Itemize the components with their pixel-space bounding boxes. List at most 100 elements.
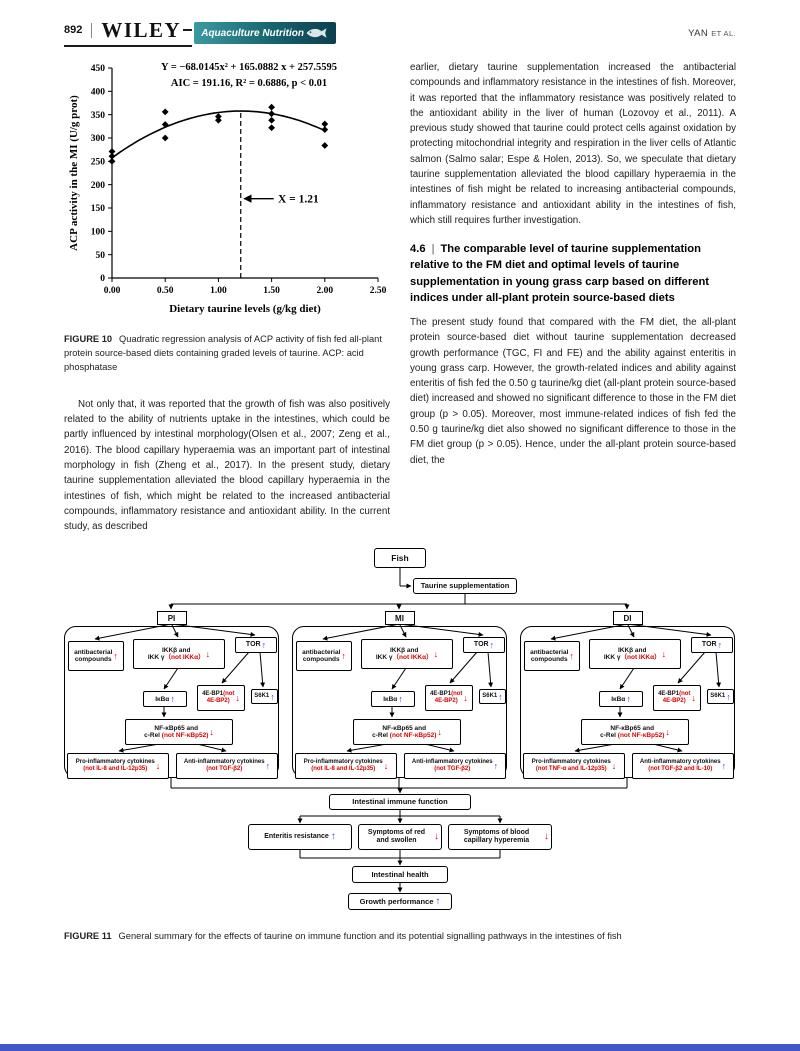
increase-arrow-icon: ↑ [170, 694, 175, 705]
decrease-arrow-icon: ↓ [155, 761, 161, 772]
decrease-arrow-icon: ↓ [383, 761, 389, 772]
diagram-connectors [94, 568, 722, 893]
decrease-arrow-icon: ↓ [463, 693, 468, 704]
s6k1-box: S6K1 ↑ [251, 689, 278, 705]
ikba-box: IκBα ↑ [599, 691, 643, 708]
growth-performance-box: Growth performance ↑ [348, 893, 452, 911]
svg-text:450: 450 [91, 64, 106, 74]
anti-inflammatory-box: Anti-inflammatory cytokines(not TGF-β2) … [404, 753, 506, 780]
increase-arrow-icon: ↑ [341, 651, 346, 662]
svg-text:400: 400 [91, 88, 106, 98]
header-rule [183, 29, 193, 31]
pro-inflammatory-box: Pro-inflammatory cytokines(not IL-8 and … [67, 753, 169, 780]
decrease-arrow-icon: ↓ [205, 649, 211, 660]
decrease-arrow-icon: ↓ [437, 727, 442, 738]
box-text: S6K1 [482, 693, 498, 700]
section-heading: 4.6 |The comparable level of taurine supp… [410, 241, 736, 306]
increase-arrow-icon: ↑ [569, 651, 574, 662]
box-text: IκBα [383, 695, 398, 703]
page-number: 892 [64, 24, 83, 36]
s6k1-box: S6K1 ↑ [707, 689, 734, 705]
anti-inflammatory-box: Anti-inflammatory cytokines(not TGF-β2 a… [632, 753, 734, 780]
body-paragraph: The present study found that compared wi… [410, 317, 736, 466]
svg-text:300: 300 [91, 134, 106, 144]
heading-separator: | [431, 243, 435, 256]
box-text: Anti-inflammatory cytokines(not TGF-β2) [411, 759, 493, 773]
svg-text:2.50: 2.50 [370, 286, 387, 296]
regression-equation: Y = −68.0145x² + 165.0882 x + 257.5595 A… [118, 60, 380, 92]
figure-label: FIGURE 11 [64, 931, 112, 942]
tor-box: TOR ↑ [235, 637, 277, 654]
caption-text: General summary for the effects of tauri… [118, 931, 622, 942]
journal-name: Aquaculture Nutrition [201, 27, 304, 39]
panel-label: DI [612, 611, 643, 626]
increase-arrow-icon: ↑ [113, 651, 118, 662]
publisher-group: 892 WILEY [64, 17, 193, 47]
panel-label: MI [384, 611, 415, 626]
svg-text:X = 1.21: X = 1.21 [278, 194, 319, 206]
increase-arrow-icon: ↑ [726, 691, 731, 702]
box-text: Pro-inflammatory cytokines(not IL-8 and … [303, 759, 383, 773]
box-text: TOR [245, 641, 261, 649]
section-title: The comparable level of taurine suppleme… [410, 243, 709, 304]
taurine-supplementation-box: Taurine supplementation [413, 578, 517, 595]
increase-arrow-icon: ↑ [330, 831, 336, 843]
panel-label: PI [156, 611, 187, 626]
capillary-hyperemia-box: Symptoms of blood capillary hyperemia ↓ [448, 824, 552, 851]
journal-banner: Aquaculture Nutrition [194, 22, 337, 44]
s6k1-box: S6K1 ↑ [479, 689, 506, 705]
decrease-arrow-icon: ↓ [235, 693, 240, 704]
increase-arrow-icon: ↑ [261, 640, 267, 651]
decrease-arrow-icon: ↓ [611, 761, 617, 772]
box-text: Pro-inflammatory cytokines(not IL-8 and … [75, 759, 155, 773]
box-text: IκBα [611, 695, 626, 703]
caption-text: Quadratic regression analysis of ACP act… [64, 334, 382, 372]
svg-text:50: 50 [96, 251, 106, 261]
wiley-logo: WILEY [101, 17, 182, 42]
svg-text:Dietary taurine levels (g/kg d: Dietary taurine levels (g/kg diet) [169, 303, 321, 315]
increase-arrow-icon: ↑ [435, 896, 441, 908]
increase-arrow-icon: ↑ [717, 640, 723, 651]
decrease-arrow-icon: ↓ [433, 649, 439, 660]
section-number: 4.6 [410, 243, 426, 256]
increase-arrow-icon: ↑ [721, 761, 727, 772]
increase-arrow-icon: ↑ [265, 761, 271, 772]
svg-text:2.00: 2.00 [316, 286, 333, 296]
tor-box: TOR ↑ [691, 637, 733, 654]
svg-text:ACP activity in the MI (U/g pr: ACP activity in the MI (U/g prot) [68, 95, 80, 251]
svg-text:1.00: 1.00 [210, 286, 227, 296]
box-text: Anti-inflammatory cytokines(not TGF-β2) [183, 759, 265, 773]
svg-text:100: 100 [91, 228, 106, 238]
intestinal-health-box: Intestinal health [352, 866, 448, 884]
body-paragraph: earlier, dietary taurine supplementation… [410, 62, 736, 226]
svg-text:150: 150 [91, 204, 106, 214]
box-text: S6K1 [710, 693, 726, 700]
body-paragraph: Not only that, it was reported that the … [64, 398, 390, 533]
svg-text:250: 250 [91, 158, 106, 168]
svg-text:0: 0 [100, 274, 105, 284]
equation-line: Y = −68.0145x² + 165.0882 x + 257.5595 [160, 62, 338, 73]
right-column: earlier, dietary taurine supplementation… [410, 60, 736, 534]
decrease-arrow-icon: ↓ [544, 831, 549, 843]
